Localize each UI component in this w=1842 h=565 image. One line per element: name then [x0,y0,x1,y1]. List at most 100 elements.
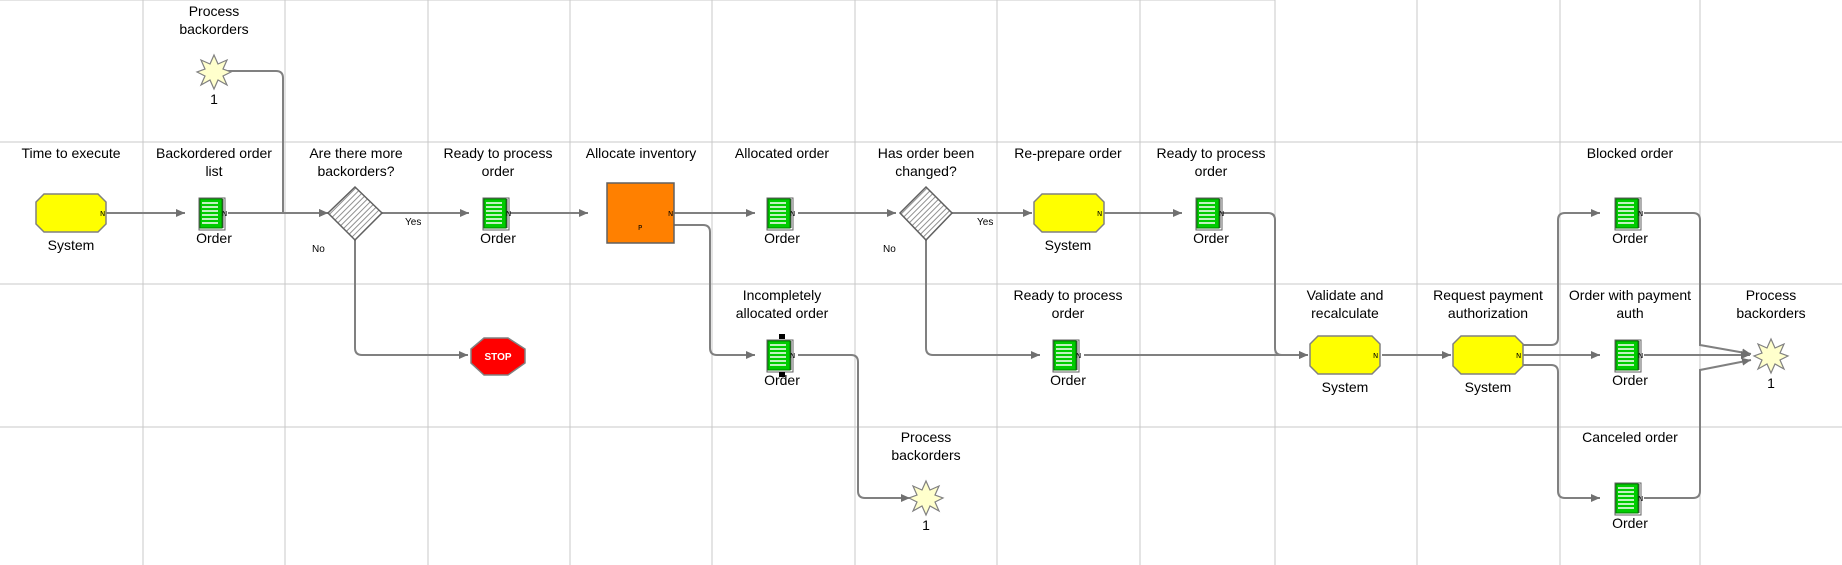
doc-role: Order [1612,372,1648,388]
doc-marker: N [222,210,227,218]
process-box [606,182,675,244]
event-label-2: recalculate [1311,305,1379,321]
event-label-1: Request payment [1433,287,1543,303]
doc-marker: N [790,352,795,360]
doc-canceled-order[interactable]: Canceled order N Order [1582,429,1678,531]
decision-order-changed[interactable]: Has order been changed? Yes No [878,145,994,255]
decision-diamond [898,185,954,242]
doc-label-2: order [1195,163,1228,179]
trigger-mid-label-2: backorders [891,447,960,463]
process-label: Allocate inventory [586,145,697,161]
trigger-top-label-2: backorders [179,21,248,37]
doc-marker: N [506,210,511,218]
doc-marker: N [1076,352,1081,360]
event-label: Time to execute [21,145,120,161]
decision-yes: Yes [977,217,993,228]
trigger-end-label-2: backorders [1736,305,1805,321]
doc-label-2: order [482,163,515,179]
stop-sign-icon [470,337,526,376]
event-shape [1033,193,1105,233]
doc-incompletely-allocated-order[interactable]: Incompletely allocated order N Order [736,287,829,388]
trigger-top-count: 1 [210,91,218,107]
event-marker: N [1097,210,1102,218]
trigger-end[interactable]: Process backorders 1 [1736,287,1805,391]
decision-label-1: Has order been [878,145,975,161]
doc-marker: N [1638,210,1643,218]
doc-label-2: order [1052,305,1085,321]
trigger-mid[interactable]: Process backorders 1 [891,429,960,533]
event-shape [1309,335,1381,375]
doc-label: Canceled order [1582,429,1678,445]
doc-role: Order [196,230,232,246]
doc-role: Order [1612,515,1648,531]
decision-label-1: Are there more [309,145,403,161]
process-allocate-inventory[interactable]: Allocate inventory P N [586,145,697,244]
doc-marker: N [790,210,795,218]
event-label-2: authorization [1448,305,1528,321]
doc-label-1: Incompletely [743,287,822,303]
doc-marker: N [1219,210,1224,218]
doc-role: Order [1193,230,1229,246]
doc-label-2: list [205,163,222,179]
process-marker-n: N [668,210,673,218]
doc-marker: N [1638,495,1643,503]
doc-blocked-order[interactable]: Blocked order N Order [1587,145,1674,246]
marker-top [779,334,785,339]
doc-role: Order [764,372,800,388]
doc-label: Allocated order [735,145,830,161]
doc-label-1: Backordered order [156,145,272,161]
event-time-to-execute[interactable]: Time to execute N System [21,145,120,253]
marker-bottom [779,372,785,377]
starburst-icon [1753,338,1789,374]
doc-order-with-payment-auth[interactable]: Order with payment auth N Order [1569,287,1691,388]
doc-label: Blocked order [1587,145,1674,161]
flow-lines [104,70,1752,502]
event-request-payment-authorization[interactable]: Request payment authorization N System [1433,287,1543,395]
doc-ready-to-process-1[interactable]: Ready to process order N Order [444,145,553,246]
stop-node[interactable]: STOP [470,337,526,376]
trigger-end-count: 1 [1767,375,1775,391]
event-validate-and-recalculate[interactable]: Validate and recalculate N System [1307,287,1384,395]
starburst-icon [196,54,232,90]
starburst-icon [908,480,944,516]
event-shape [1452,335,1524,375]
decision-diamond [326,185,384,242]
event-role: System [1322,379,1369,395]
trigger-top-label-1: Process [189,3,240,19]
event-shape [35,193,107,233]
doc-role: Order [764,230,800,246]
doc-role: Order [480,230,516,246]
doc-label-2: auth [1616,305,1643,321]
stop-label: STOP [484,352,511,363]
event-label: Re-prepare order [1014,145,1122,161]
decision-yes: Yes [405,217,421,228]
trigger-top[interactable]: Process backorders 1 [179,3,248,107]
doc-label-1: Ready to process [1014,287,1123,303]
decision-label-2: backorders? [317,163,394,179]
event-label-1: Validate and [1307,287,1384,303]
doc-ready-to-process-2[interactable]: Ready to process order N Order [1157,145,1266,246]
doc-label-2: allocated order [736,305,829,321]
doc-label-1: Order with payment [1569,287,1691,303]
event-re-prepare-order[interactable]: Re-prepare order N System [1014,145,1122,253]
doc-backordered-order-list[interactable]: Backordered order list N Order [156,145,272,246]
decision-no: No [883,244,896,255]
decision-label-2: changed? [895,163,957,179]
event-marker: N [1373,352,1378,360]
doc-label-1: Ready to process [1157,145,1266,161]
process-marker-p: P [638,224,642,232]
trigger-end-label-1: Process [1746,287,1797,303]
doc-marker: N [1638,352,1643,360]
event-marker: N [1516,352,1521,360]
trigger-mid-count: 1 [922,517,930,533]
decision-more-backorders[interactable]: Are there more backorders? Yes No [309,145,421,255]
doc-role: Order [1612,230,1648,246]
doc-ready-to-process-3[interactable]: Ready to process order N Order [1014,287,1123,388]
doc-role: Order [1050,372,1086,388]
decision-no: No [312,244,325,255]
event-marker: N [100,210,105,218]
event-role: System [1465,379,1512,395]
doc-allocated-order[interactable]: Allocated order N Order [735,145,830,246]
